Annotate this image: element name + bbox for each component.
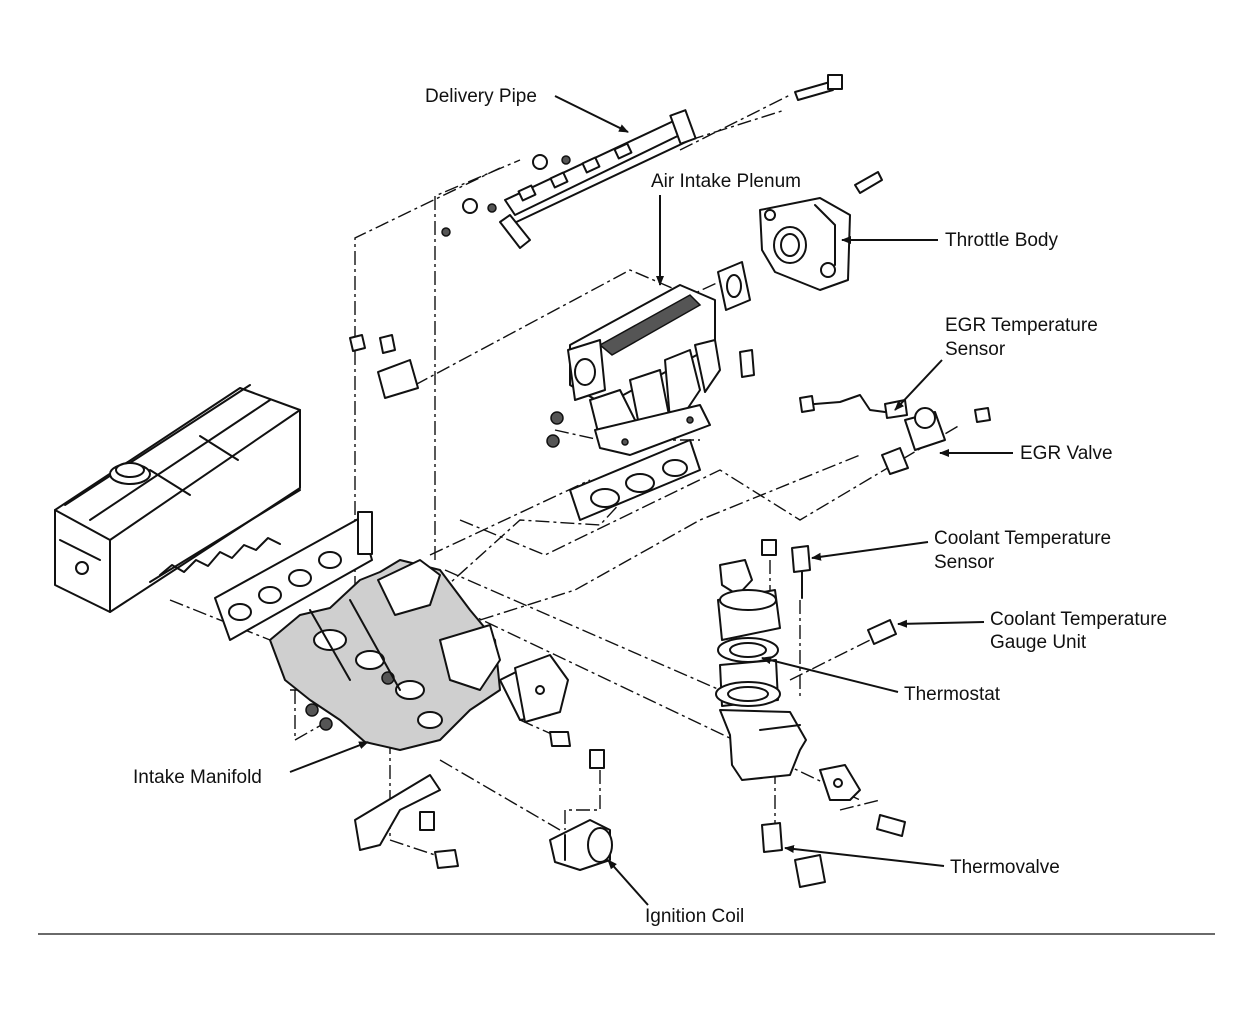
label-delivery-pipe: Delivery Pipe	[425, 86, 537, 107]
label-coolant-temp-sensor-1: Coolant Temperature	[934, 528, 1111, 549]
callout-throttle-body: Throttle Body	[841, 230, 1058, 251]
throttle-body-gasket	[717, 261, 751, 311]
label-coolant-gauge-unit-1: Coolant Temperature	[990, 609, 1167, 630]
label-intake-manifold: Intake Manifold	[133, 767, 262, 788]
label-coolant-gauge-unit-2: Gauge Unit	[990, 632, 1087, 653]
callout-delivery-pipe: Delivery Pipe	[425, 86, 629, 133]
thermostat-housing	[715, 545, 897, 888]
callout-coolant-gauge-unit: Coolant Temperature Gauge Unit	[897, 609, 1167, 653]
cylinder-head	[54, 384, 301, 613]
intake-manifold-gasket	[214, 511, 373, 641]
ignition-coil	[549, 819, 613, 871]
label-ignition-coil: Ignition Coil	[645, 906, 744, 927]
throttle-body	[759, 171, 883, 291]
pipe-bolt	[794, 74, 843, 101]
label-egr-valve: EGR Valve	[1020, 443, 1113, 464]
egr-valve	[881, 407, 946, 475]
callout-egr-temperature-sensor: EGR Temperature Sensor	[894, 315, 1098, 411]
brackets	[354, 654, 861, 851]
egr-temperature-sensor	[799, 394, 908, 419]
callout-thermostat: Thermostat	[761, 656, 1001, 705]
callout-air-intake-plenum: Air Intake Plenum	[651, 171, 801, 286]
callout-thermovalve: Thermovalve	[784, 845, 1060, 878]
label-air-intake-plenum: Air Intake Plenum	[651, 171, 801, 192]
callout-egr-valve: EGR Valve	[939, 443, 1113, 464]
callout-coolant-temperature-sensor: Coolant Temperature Sensor	[811, 528, 1111, 573]
label-thermostat: Thermostat	[904, 684, 1001, 705]
fasteners	[305, 334, 991, 869]
callout-ignition-coil: Ignition Coil	[607, 859, 744, 927]
label-egr-temp-sensor-2: Sensor	[945, 339, 1006, 360]
callout-intake-manifold: Intake Manifold	[133, 741, 369, 788]
plenum-gasket	[569, 439, 701, 521]
label-egr-temp-sensor-1: EGR Temperature	[945, 315, 1098, 336]
label-throttle-body: Throttle Body	[945, 230, 1058, 251]
label-coolant-temp-sensor-2: Sensor	[934, 552, 995, 573]
air-intake-plenum	[567, 284, 721, 456]
label-thermovalve: Thermovalve	[950, 857, 1060, 878]
delivery-pipe	[441, 109, 697, 249]
